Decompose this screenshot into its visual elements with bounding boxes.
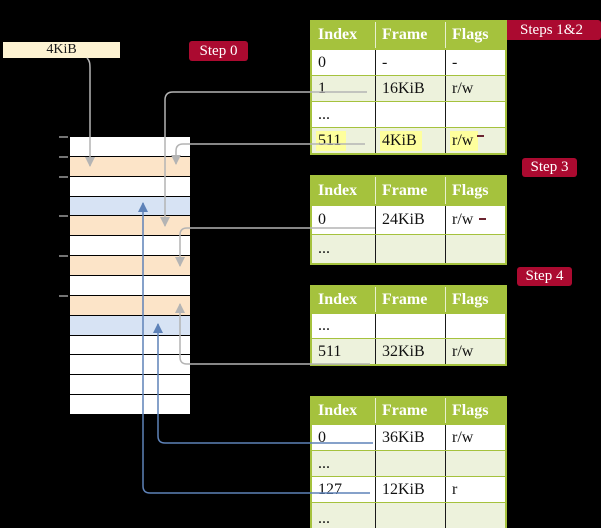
table-cell: - — [375, 49, 446, 76]
table-cell: r — [445, 476, 506, 503]
memory-frame-row — [70, 296, 190, 315]
table-cell — [375, 101, 446, 128]
table-cell: r/w — [445, 205, 506, 235]
memory-frame-row — [70, 375, 190, 394]
table-cell — [375, 313, 446, 339]
table-cell: 16KiB — [375, 75, 446, 102]
memory-frame-row — [70, 316, 190, 335]
table-cell: r/w — [445, 127, 506, 155]
memory-frame-row — [70, 336, 190, 354]
memory-frame-row — [70, 157, 190, 176]
column-header-index: Index — [311, 286, 376, 314]
column-header-flags: Flags — [445, 286, 506, 314]
table-cell — [445, 502, 506, 528]
table-cell: ... — [311, 450, 376, 477]
table-cell: ... — [311, 313, 376, 339]
table-row: ... — [311, 234, 506, 265]
column-header-index: Index — [311, 21, 376, 50]
table-cell: 511 — [311, 127, 376, 155]
table-cell: 36KiB — [375, 424, 446, 451]
table-cell: 4KiB — [375, 127, 446, 155]
memory-frame-row — [70, 177, 190, 196]
table-cell: 0 — [311, 49, 376, 76]
page-size-label: 4KiB — [3, 42, 120, 58]
memory-frame-row — [70, 276, 190, 295]
memory-frame-row — [70, 216, 190, 235]
table-cell: ... — [311, 101, 376, 128]
steps-1-2-badge: Steps 1&2 — [502, 20, 601, 40]
column-header-frame: Frame — [375, 21, 446, 50]
table-row: ... — [311, 450, 506, 477]
table-cell: r/w — [445, 75, 506, 102]
memory-frame-row — [70, 256, 190, 275]
table-cell: 0 — [311, 424, 376, 451]
table-cell: 511 — [311, 338, 376, 366]
highlighted-value: r/w — [450, 130, 479, 151]
step-0-badge: Step 0 — [189, 41, 248, 61]
highlighted-value: 511 — [316, 130, 347, 151]
table-cell — [445, 450, 506, 477]
table-cell: r/w — [445, 424, 506, 451]
table-cell: 0 — [311, 205, 376, 235]
column-header-flags: Flags — [445, 21, 506, 50]
table-row: 511 4KiB r/w — [311, 127, 506, 155]
step-4-badge: Step 4 — [517, 267, 572, 286]
table-cell: 24KiB — [375, 205, 446, 235]
column-header-flags: Flags — [445, 397, 506, 425]
highlighted-value: 4KiB — [380, 130, 422, 151]
table-cell: 32KiB — [375, 338, 446, 366]
table-cell: 1 — [311, 75, 376, 102]
table-cell — [445, 101, 506, 128]
table-row: ... — [311, 502, 506, 528]
table-cell: ... — [311, 502, 376, 528]
memory-frame-row — [70, 355, 190, 374]
memory-tick-marks — [59, 136, 68, 297]
table-row: ... — [311, 313, 506, 339]
column-header-frame: Frame — [375, 176, 446, 206]
step-3-badge: Step 3 — [522, 158, 577, 177]
table-cell — [445, 234, 506, 265]
column-header-frame: Frame — [375, 286, 446, 314]
table-cell: - — [445, 49, 506, 76]
memory-frame-row — [70, 137, 190, 156]
table-cell — [445, 313, 506, 339]
memory-frame-row — [70, 197, 190, 215]
memory-frame-row — [70, 395, 190, 414]
table-cell: 12KiB — [375, 476, 446, 503]
physical-memory-column — [70, 137, 190, 415]
table-cell: 127 — [311, 476, 376, 503]
column-header-index: Index — [311, 397, 376, 425]
table-row: ... — [311, 101, 506, 128]
table-cell: r/w — [445, 338, 506, 366]
column-header-flags: Flags — [445, 176, 506, 206]
table-cell — [375, 450, 446, 477]
table-cell: ... — [311, 234, 376, 265]
memory-frame-row — [70, 236, 190, 255]
column-header-frame: Frame — [375, 397, 446, 425]
table-cell — [375, 502, 446, 528]
table-cell — [375, 234, 446, 265]
table-row: 0-- — [311, 49, 506, 76]
column-header-index: Index — [311, 176, 376, 206]
